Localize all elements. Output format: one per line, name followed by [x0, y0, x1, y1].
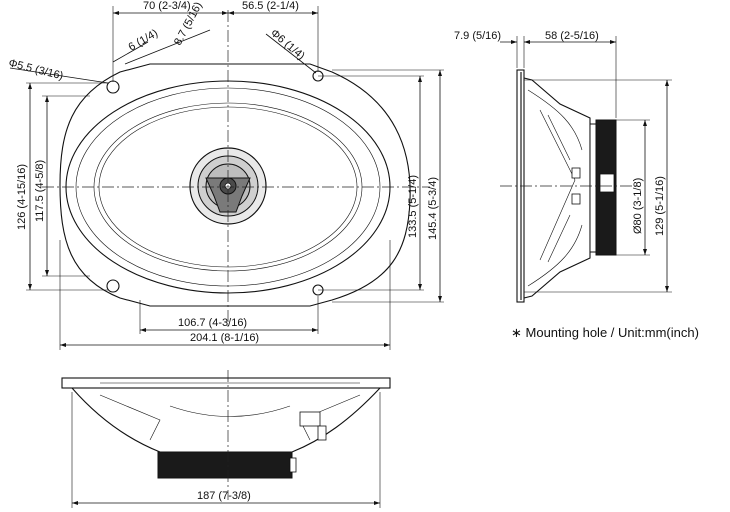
dim-bottom-overall-width: 187 (7-3/8): [197, 490, 251, 502]
dim-mounting-depth: 58 (2-5/16): [545, 30, 599, 42]
dim-right-height-outer: 145.4 (5-3/4): [427, 177, 439, 240]
mounting-note: ∗ Mounting hole / Unit:mm(inch): [511, 325, 699, 340]
dim-left-height-inner: 117.5 (4-5/8): [34, 160, 46, 222]
dim-overall-height: 129 (5-1/16): [654, 176, 666, 236]
dim-bottom-inner-width: 106.7 (4-3/16): [178, 317, 247, 329]
front-frame-outline: [59, 63, 411, 307]
dim-magnet-diameter: Ø80 (3-1/8): [632, 178, 644, 234]
dim-screw-offset-a: 6 (1/4): [127, 27, 161, 53]
dim-top-left-width: 70 (2-3/4): [143, 0, 191, 12]
bottom-view: 187 (7-3/8): [61, 370, 391, 508]
dim-left-height-outer: 126 (4-15/16): [16, 164, 28, 230]
mounting-hole-top-left: [106, 80, 120, 94]
dim-hole-diameter-right: Φ6 (1/4): [268, 27, 307, 62]
bottom-basket: [71, 387, 381, 453]
dim-bottom-outer-width: 204.1 (8-1/16): [190, 332, 259, 344]
side-view: 7.9 (5/16) 58 (2-5/16) Ø80 (3-1/8) 129 (…: [454, 30, 672, 303]
dim-right-height-inner: 133.5 (5-1/4): [407, 175, 419, 238]
dim-top-right-width: 56.5 (2-1/4): [242, 0, 299, 12]
dim-hole-diameter-left: Φ5.5 (3/16): [7, 57, 64, 82]
mounting-hole-bottom-left: [106, 279, 120, 293]
front-view: 70 (2-3/4) 56.5 (2-1/4) 6 (1/4) 8.7 (5/1…: [7, 0, 444, 350]
bottom-magnet: [157, 451, 293, 479]
dim-flange-thickness: 7.9 (5/16): [454, 30, 501, 42]
